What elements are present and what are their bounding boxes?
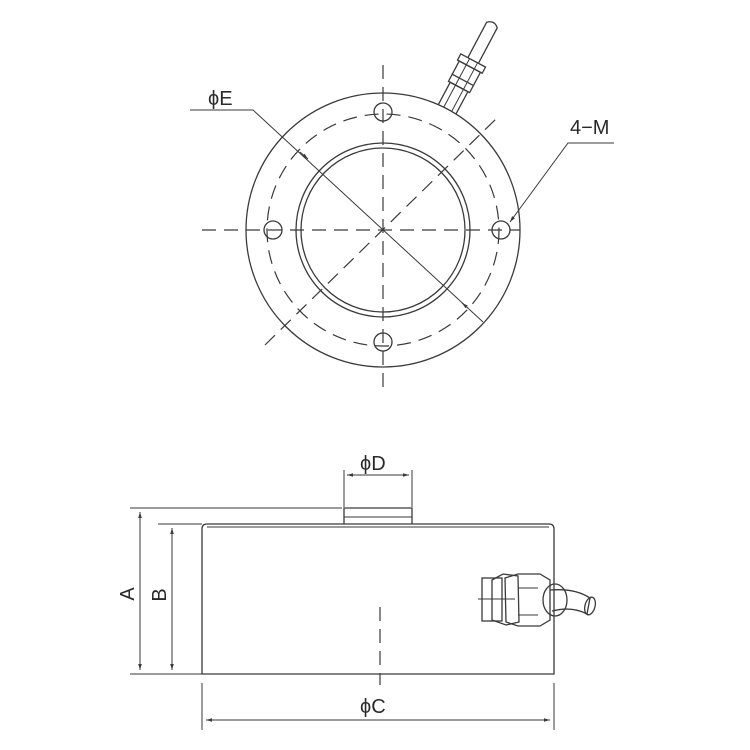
body-diameter-label: ϕC [360,696,386,718]
bolt-hole-left [263,220,283,240]
top-view: ϕE 4−M [190,21,614,395]
bolt-circle-leader [190,109,484,323]
boss [343,507,413,524]
boss-diameter-label: ϕD [360,453,386,475]
bolt-hole-top [373,102,393,122]
bolt-hole-label: 4−M [570,117,609,139]
bolt-hole-bottom [373,332,393,352]
side-view: ϕD A B ϕC [117,453,597,730]
bolt-circle-label: ϕE [208,88,233,110]
bolt-hole-right [491,220,511,240]
cable-gland-side [478,573,597,627]
bolt-hole-leader [509,142,614,223]
body [201,523,555,675]
overall-height-label: A [117,587,139,601]
body-height-label: B [149,588,171,601]
cable-gland-top [437,21,498,115]
